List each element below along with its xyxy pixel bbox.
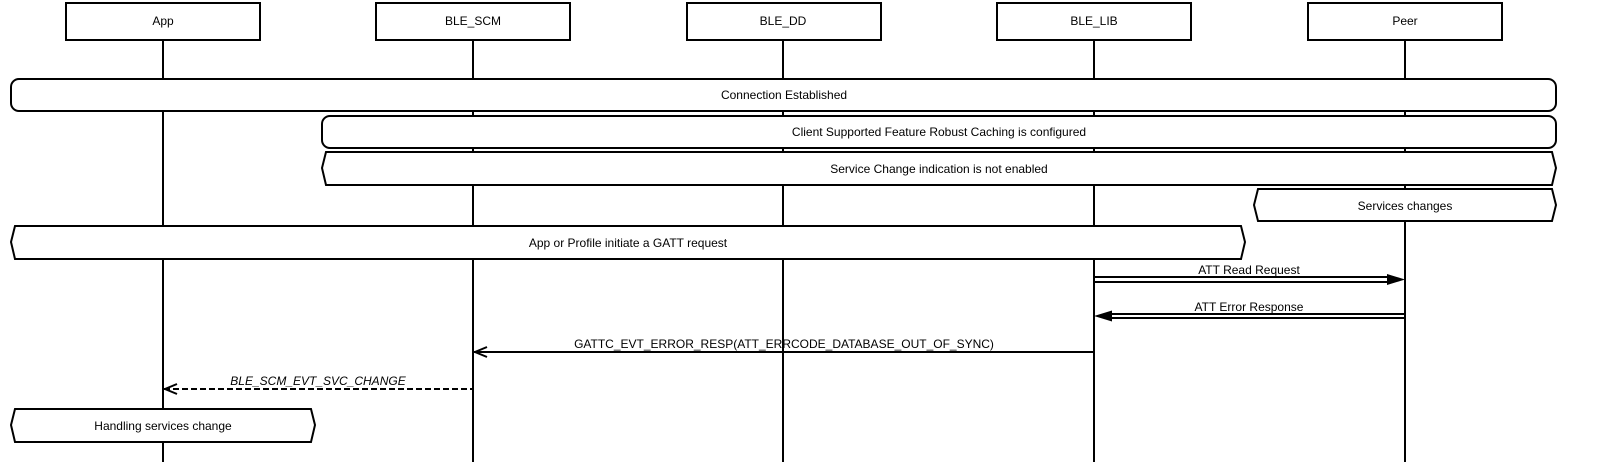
message-label: BLE_SCM_EVT_SVC_CHANGE <box>230 374 406 388</box>
note-connection-established: Connection Established <box>10 78 1557 112</box>
note-text: Client Supported Feature Robust Caching … <box>792 125 1086 139</box>
participant-label: Peer <box>1392 14 1417 28</box>
note-gatt-request: App or Profile initiate a GATT request <box>9 225 1247 260</box>
participant-label: BLE_LIB <box>1070 14 1117 28</box>
note-services-changes: Services changes <box>1252 188 1558 222</box>
message-gattc-evt-error-resp: GATTC_EVT_ERROR_RESP(ATT_ERRCODE_DATABAS… <box>472 337 1094 358</box>
participant-app: App <box>65 2 261 41</box>
message-label: ATT Read Request <box>1198 263 1300 277</box>
message-label: GATTC_EVT_ERROR_RESP(ATT_ERRCODE_DATABAS… <box>574 337 994 351</box>
participant-ble-scm: BLE_SCM <box>375 2 571 41</box>
arrowhead-icon <box>162 383 178 395</box>
note-text: Connection Established <box>721 88 847 102</box>
participant-ble-dd: BLE_DD <box>686 2 882 41</box>
message-att-read-request: ATT Read Request <box>1094 263 1405 285</box>
arrowhead-icon <box>1387 274 1405 285</box>
note-text: Handling services change <box>94 419 232 433</box>
note-text: App or Profile initiate a GATT request <box>529 236 728 250</box>
message-label: ATT Error Response <box>1195 300 1304 314</box>
note-handling-services-change: Handling services change <box>9 408 317 443</box>
note-text: Service Change indication is not enabled <box>830 162 1047 176</box>
note-indication-not-enabled: Service Change indication is not enabled <box>320 151 1558 186</box>
message-att-error-response: ATT Error Response <box>1094 300 1405 322</box>
participant-ble-lib: BLE_LIB <box>996 2 1192 41</box>
message-ble-scm-evt-svc-change: BLE_SCM_EVT_SVC_CHANGE <box>162 374 473 395</box>
note-text: Services changes <box>1358 199 1453 213</box>
arrowhead-icon <box>1094 310 1112 322</box>
participant-label: App <box>152 14 174 28</box>
participant-label: BLE_DD <box>760 14 807 28</box>
participant-peer: Peer <box>1307 2 1503 41</box>
note-robust-caching: Client Supported Feature Robust Caching … <box>321 115 1557 149</box>
arrowhead-icon <box>472 346 488 358</box>
participant-label: BLE_SCM <box>445 14 501 28</box>
